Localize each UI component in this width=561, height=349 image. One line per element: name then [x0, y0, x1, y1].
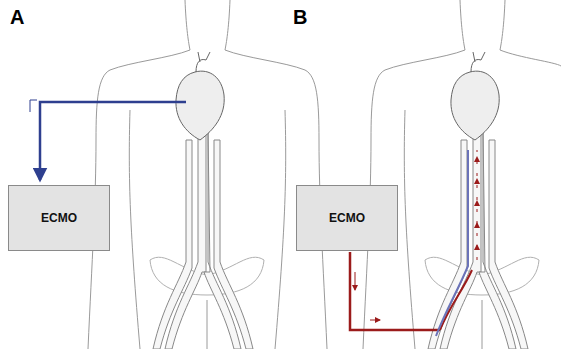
- flow-arrow: [355, 272, 356, 290]
- vessels-b: [428, 130, 528, 349]
- venous-cannula: [436, 150, 468, 336]
- arterial-cannula: [350, 252, 440, 330]
- flow-arrow: [370, 320, 380, 321]
- node-label: ECMO: [41, 211, 77, 225]
- panel-label: B: [293, 6, 307, 29]
- panel-label: A: [10, 6, 24, 29]
- venous-cannula: [40, 102, 186, 180]
- body-outline-b: [363, 0, 561, 349]
- flow-arrowheads: [474, 156, 480, 250]
- arterial-cannula: [440, 270, 472, 330]
- heart-a: [176, 52, 224, 140]
- vessels-a: [153, 130, 253, 349]
- ecmo-box: ECMO: [296, 185, 398, 251]
- heart-b: [451, 52, 499, 140]
- flow-arrow: [30, 100, 37, 112]
- ecmo-box: ECMO: [8, 185, 110, 251]
- body-outline-a: [88, 0, 327, 349]
- node-label: ECMO: [329, 211, 365, 225]
